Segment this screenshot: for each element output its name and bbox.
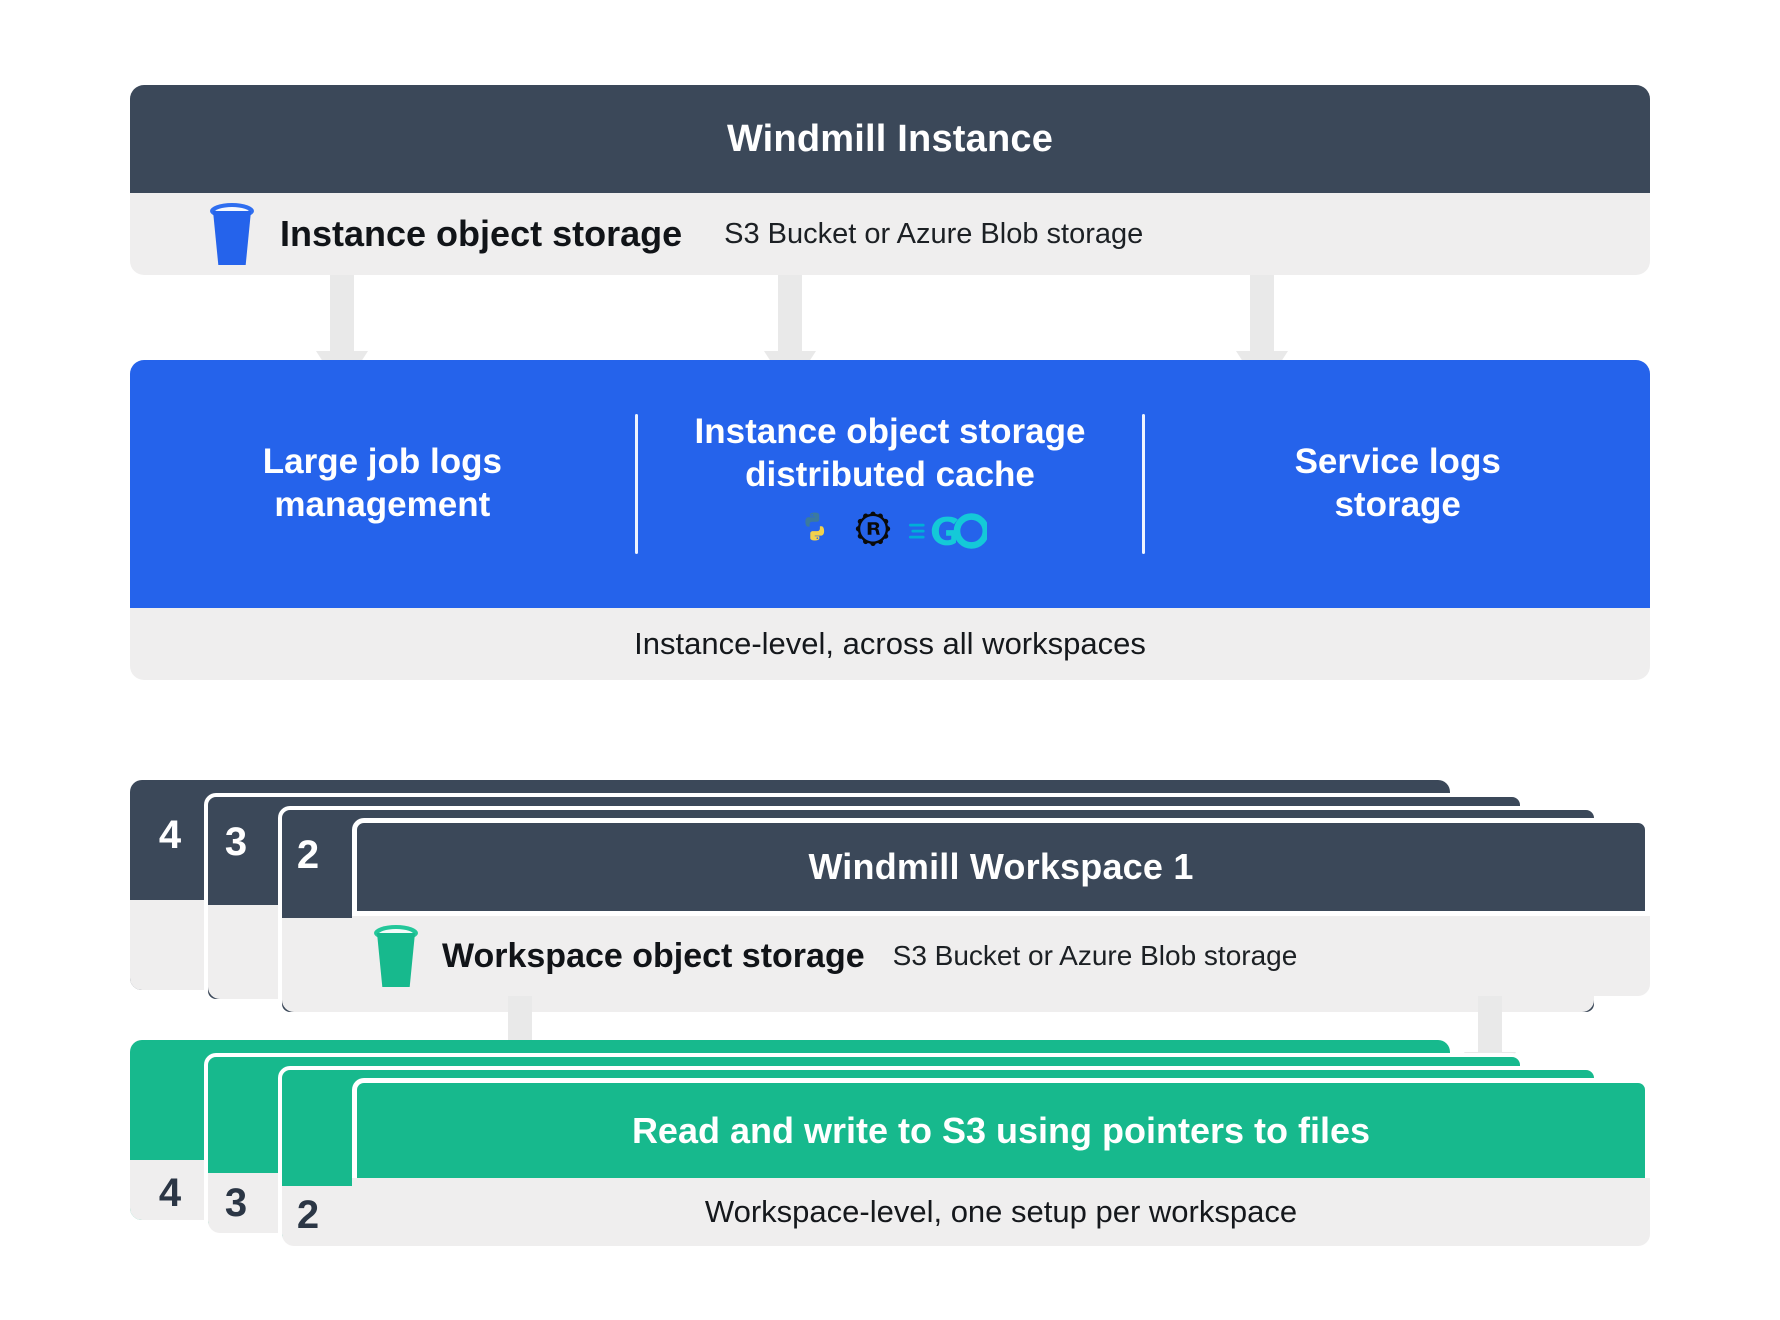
instance-storage-sublabel: S3 Bucket or Azure Blob storage — [724, 217, 1144, 250]
bucket-icon — [206, 203, 258, 265]
divider — [634, 414, 638, 554]
instance-storage-label: Instance object storage — [280, 213, 683, 254]
python-icon — [793, 509, 837, 558]
workspace-stack-number-3: 3 — [224, 819, 248, 864]
workspace-storage-row: Workspace object storage S3 Bucket or Az… — [352, 916, 1650, 996]
workspace-storage-sublabel: S3 Bucket or Azure Blob storage — [892, 940, 1298, 971]
instance-header-card: Windmill Instance — [130, 85, 1650, 193]
instance-title: Windmill Instance — [726, 117, 1054, 160]
workspace-stack-number-4: 4 — [158, 812, 182, 857]
workspace-header-card: Windmill Workspace 1 — [352, 818, 1650, 916]
workspace-storage-label: Workspace object storage — [442, 936, 865, 975]
rust-icon — [851, 509, 895, 558]
instance-storage-row: Instance object storage S3 Bucket or Azu… — [130, 193, 1650, 275]
bucket-icon — [370, 925, 422, 987]
workspace-footer: Workspace-level, one setup per workspace — [352, 1178, 1650, 1246]
workspace-footer-label: Workspace-level, one setup per workspace — [704, 1194, 1298, 1229]
language-icons — [793, 509, 990, 558]
workspace-green-band: Read and write to S3 using pointers to f… — [352, 1078, 1650, 1178]
green-stack-number-2: 2 — [296, 1192, 320, 1237]
workspace-green-label: Read and write to S3 using pointers to f… — [631, 1109, 1371, 1151]
instance-footer: Instance-level, across all workspaces — [130, 608, 1650, 680]
green-stack-number-4: 4 — [158, 1170, 182, 1215]
green-stack-number-3: 3 — [224, 1180, 248, 1225]
workspace-title: Windmill Workspace 1 — [808, 846, 1194, 887]
instance-footer-label: Instance-level, across all workspaces — [634, 626, 1146, 661]
divider — [1142, 414, 1146, 554]
go-icon — [909, 513, 990, 554]
workspace-stack-number-2: 2 — [296, 832, 320, 877]
